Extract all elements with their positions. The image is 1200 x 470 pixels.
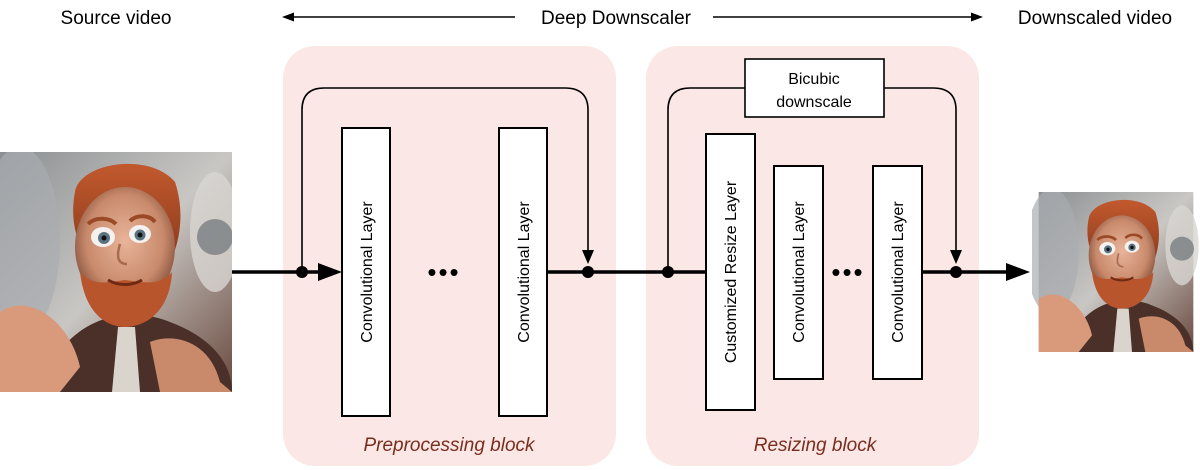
deep-downscaler-header: Deep Downscaler bbox=[541, 8, 692, 29]
res-conv-layer-2-label: Convolutional Layer bbox=[890, 201, 907, 343]
junction-dot-res-out bbox=[950, 266, 962, 278]
preprocessing-block bbox=[283, 46, 616, 466]
preprocessing-skip-arrow-head bbox=[582, 250, 594, 264]
res-conv-layer-1-label: Convolutional Layer bbox=[791, 201, 808, 343]
res-conv-layer-1: Convolutional Layer bbox=[773, 165, 824, 380]
preprocessing-block-label: Preprocessing block bbox=[363, 435, 536, 456]
res-conv-layer-2: Convolutional Layer bbox=[872, 165, 923, 380]
resizing-block-label: Resizing block bbox=[754, 435, 878, 456]
bicubic-label-line1: Bicubic bbox=[788, 71, 840, 88]
output-arrow-head bbox=[1006, 263, 1030, 281]
pre-conv-layer-2-label: Convolutional Layer bbox=[516, 201, 533, 343]
resizing-skip-path-left bbox=[667, 87, 745, 272]
downscaled-frame-image bbox=[1032, 192, 1200, 352]
bicubic-downscale-box: Bicubic downscale bbox=[744, 58, 885, 118]
span-arrow-left-head bbox=[282, 12, 294, 22]
junction-dot-res-in bbox=[662, 266, 674, 278]
span-arrow-right-head bbox=[971, 12, 983, 22]
preprocessing-skip-path bbox=[301, 87, 589, 272]
customized-resize-layer-label: Customized Resize Layer bbox=[723, 180, 740, 363]
customized-resize-layer: Customized Resize Layer bbox=[705, 133, 756, 411]
input-arrow-head bbox=[318, 263, 342, 281]
junction-dot-pre-out bbox=[582, 266, 594, 278]
res-ellipsis: ••• bbox=[831, 257, 864, 287]
pre-conv-layer-1-label: Convolutional Layer bbox=[359, 201, 376, 343]
junction-dot-pre-in bbox=[296, 266, 308, 278]
deep-downscaler-span-arrows bbox=[282, 12, 983, 22]
downscaled-video-header: Downscaled video bbox=[1018, 8, 1172, 29]
source-frame-image bbox=[0, 152, 232, 392]
resizing-skip-arrow-head bbox=[950, 250, 962, 264]
source-video-header: Source video bbox=[61, 8, 172, 29]
resizing-skip-path-right bbox=[884, 87, 957, 252]
bicubic-label-line2: downscale bbox=[776, 94, 852, 111]
pre-conv-layer-2: Convolutional Layer bbox=[498, 127, 548, 417]
pre-conv-layer-1: Convolutional Layer bbox=[341, 127, 391, 417]
pre-ellipsis: ••• bbox=[427, 257, 460, 287]
